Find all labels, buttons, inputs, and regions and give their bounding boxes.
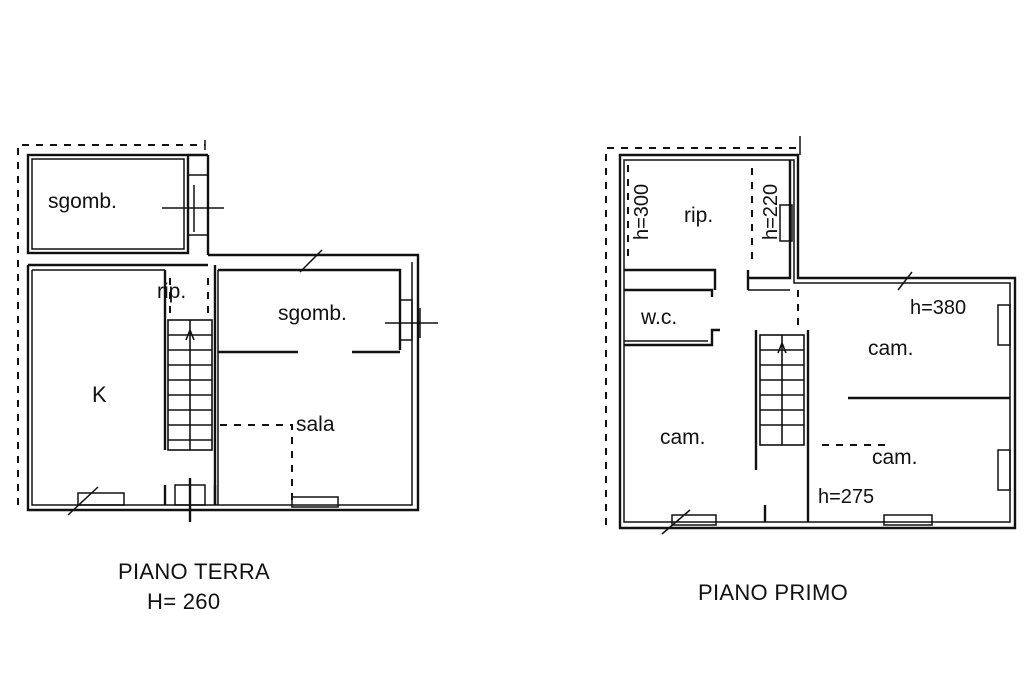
first-staircase [754,330,810,522]
first-outer-walls [618,153,1017,530]
ground-outer-walls [26,253,420,512]
first-height-275: h=275 [818,486,874,508]
first-bedroom-left-label: cam. [660,426,706,449]
first-height-220: h=220 [760,184,782,240]
first-height-300: h=300 [631,184,653,240]
first-height-380: h=380 [910,297,966,319]
ground-kitchen-label: K [92,382,107,407]
ground-floor-plan: sgomb. K rip. sgomb. sala PIANO TERRA H=… [17,140,438,614]
ground-floor-caption: PIANO TERRA [118,559,270,584]
ground-staircase [167,319,213,451]
first-boundary-dashed [605,147,800,525]
first-floor-caption: PIANO PRIMO [698,580,848,605]
first-landing-label: rip. [684,204,713,227]
first-wc-label: w.c. [640,306,677,329]
ground-storage-right-label: sgomb. [278,302,347,325]
first-bedroom-right-bottom-label: cam. [872,446,918,469]
ground-landing-label: rip. [157,280,186,303]
ground-storage-top-label: sgomb. [48,190,117,213]
ground-living-label: sala [296,413,335,436]
first-bedroom-right-top-label: cam. [868,337,914,360]
first-floor-plan: h=300 h=220 h=380 h=275 rip. w.c. cam. c… [605,136,1017,605]
ground-floor-height: H= 260 [147,589,220,614]
